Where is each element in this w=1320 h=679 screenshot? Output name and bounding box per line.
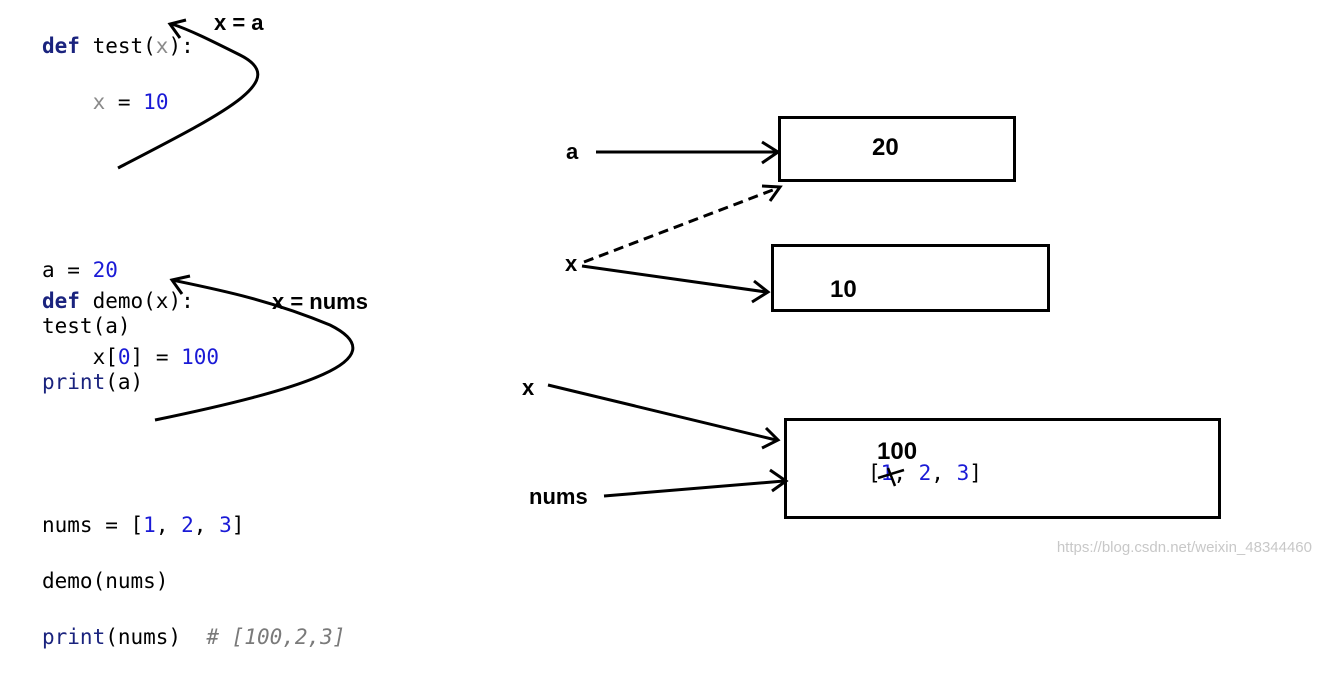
arrowhead-x-to-list (761, 426, 781, 450)
curve-arrow-demo (154, 278, 355, 422)
strike-mark-first-element (877, 467, 905, 487)
arrowhead-x-dashed-to-20 (761, 184, 783, 202)
box-value-10: 10 (830, 276, 857, 303)
memory-box-20 (778, 116, 1016, 182)
code-line-def-test: def test(x): (42, 34, 194, 58)
code-line-nums-assign: nums = [1, 2, 3] (42, 513, 245, 537)
var-label-nums: nums (529, 484, 588, 509)
arrow-x-to-10 (581, 264, 767, 294)
arrow-x-to-list (547, 383, 777, 442)
arrowhead-nums-to-list (769, 468, 789, 493)
code-line-index-assign: x[0] = 100 (92, 345, 220, 369)
code-line-a-assign: a = 20 (42, 258, 118, 282)
code-block-test: def test(x): x = 10 ​ ​ a = 20 test(a) p… (42, 4, 194, 424)
code-line-demo-call: demo(nums) (42, 569, 169, 593)
arrowhead-a-to-20 (761, 140, 781, 165)
curve-arrow-test (117, 22, 260, 170)
var-label-x-second: x (522, 375, 535, 400)
code-line-def-demo: def demo(x): (42, 289, 194, 313)
var-label-x-first: x (565, 251, 578, 276)
curve-arrowhead-test (167, 18, 187, 39)
var-label-a: a (566, 139, 579, 164)
arrow-nums-to-list (603, 479, 785, 498)
annotation-x-eq-a: x = a (214, 10, 264, 35)
code-line-x-assign: x = 10 (92, 90, 169, 114)
diagram-arrows (117, 18, 905, 498)
memory-box-10 (771, 244, 1050, 312)
code-line-print-nums: print(nums) # [100,2,3] (42, 625, 346, 649)
code-line-test-call: test(a) (42, 314, 131, 338)
arrowhead-x-to-10 (751, 279, 771, 304)
box-list-value: [1, 2, 3] (868, 461, 982, 485)
curve-arrowhead-demo (169, 274, 191, 295)
watermark: https://blog.csdn.net/weixin_48344460 (1056, 539, 1312, 556)
arrow-x-dashed-to-20 (583, 186, 779, 264)
box-value-100: 100 (877, 438, 918, 465)
code-line-print-a: print(a) (42, 370, 144, 394)
box-value-20: 20 (872, 134, 899, 161)
memory-box-list (784, 418, 1221, 519)
